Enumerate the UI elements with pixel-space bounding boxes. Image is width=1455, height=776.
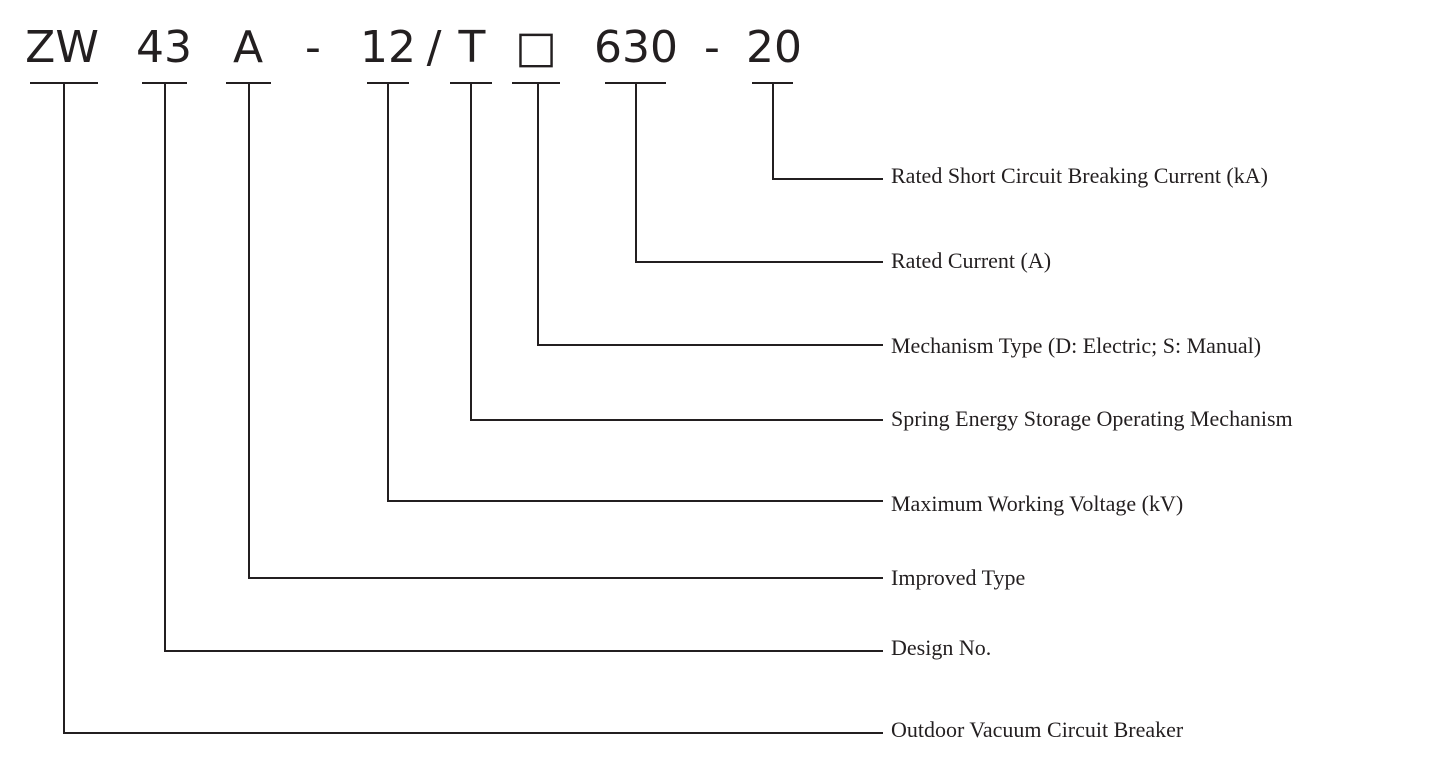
code-improved: A [233, 22, 263, 73]
code-dash: - [305, 22, 321, 73]
leader-improved-type [248, 83, 883, 579]
code-slash: / [427, 22, 442, 73]
label-breaker-series: Outdoor Vacuum Circuit Breaker [891, 717, 1184, 742]
label-voltage: Maximum Working Voltage (kV) [891, 491, 1183, 516]
model-code: ZW 43 A - 12 / T □ 630 - 20 [25, 22, 802, 73]
label-breaking-current: Rated Short Circuit Breaking Current (kA… [891, 163, 1268, 188]
code-design-no: 43 [136, 22, 192, 73]
code-voltage: 12 [360, 22, 416, 73]
leader-mechanism-type [537, 83, 883, 346]
leader-design-no [164, 83, 883, 652]
leader-rated-current [635, 83, 883, 263]
leader-lines [63, 83, 883, 734]
code-current: 630 [594, 22, 678, 73]
label-design-no: Design No. [891, 635, 991, 660]
code-series: ZW [25, 22, 99, 73]
code-type-box: □ [515, 22, 557, 73]
code-mechanism: T [458, 22, 486, 73]
code-dash: - [704, 22, 720, 73]
label-rated-current: Rated Current (A) [891, 248, 1051, 273]
label-spring-mechanism: Spring Energy Storage Operating Mechanis… [891, 406, 1293, 431]
leader-spring-mechanism [470, 83, 883, 421]
leader-breaker-series [63, 83, 883, 734]
label-mechanism-type: Mechanism Type (D: Electric; S: Manual) [891, 333, 1261, 358]
leader-voltage [387, 83, 883, 502]
label-improved-type: Improved Type [891, 565, 1025, 590]
description-labels: Rated Short Circuit Breaking Current (kA… [891, 163, 1293, 742]
leader-breaking-current [772, 83, 883, 180]
code-breaking: 20 [746, 22, 802, 73]
